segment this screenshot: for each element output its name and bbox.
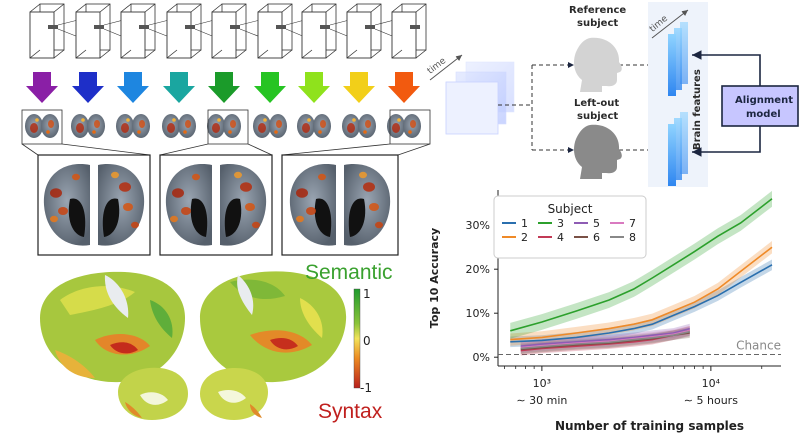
layer-arrows [26,72,420,103]
small-brain-render [342,114,376,138]
small-brain-render [116,114,150,138]
colorbar-tick-top: 1 [363,287,371,301]
reference-subject-line1: Reference [569,5,626,16]
time-arrow-right [651,9,689,39]
network-layer-box [120,3,178,59]
series-line-2 [510,246,773,341]
y-tick-label: 20% [466,263,490,276]
time-label-left: time [426,56,449,77]
layer-down-arrow [343,72,375,103]
small-brain-row [25,114,421,138]
y-tick-label: 0% [473,351,490,364]
alignment-pipeline: time Reference subject Left-out subject … [426,2,799,187]
alignment-model-line1: Alignment [735,95,793,106]
accuracy-chart: 0% 10% 20% 30% 10³ ∼ 30 min 10⁴ ∼ 5 hours Chance… [428,190,781,433]
semantic-syntax-map: Semantic Syntax 1 0 -1 [40,261,393,423]
big-brain-renders [43,164,391,246]
small-brain-render [387,114,421,138]
reference-subject-line2: subject [577,18,618,29]
small-brain-render [207,114,241,138]
small-brain-render [25,114,59,138]
big-brain-render [165,164,267,246]
alignment-arrows [692,50,761,157]
layer-down-arrow [117,72,149,103]
network-layer-box [257,3,313,59]
small-brain-render [297,114,331,138]
legend-box [493,195,647,259]
brain-right-hemisphere [200,271,347,383]
chance-label: Chance [736,339,781,353]
small-brain-render [253,114,287,138]
reference-feature-stack [668,22,688,96]
layer-down-arrow [388,72,420,103]
x-tick-sublabel: ∼ 5 hours [684,394,738,407]
series-line-7 [520,330,690,349]
legend-label-5: 5 [593,217,600,230]
legend-label-7: 7 [629,217,636,230]
layer-down-arrow [298,72,330,103]
x-tick-label: 10⁴ [702,377,721,390]
series-band-2 [510,241,773,346]
chart-legend: Subject 12 34 56 78 [493,195,647,259]
stimulus-frame-front [445,81,499,135]
series-line-8 [520,330,690,350]
leftout-feature-stack [668,112,688,186]
network-layer-box [29,3,87,59]
series-line-5 [520,327,690,347]
layer-down-arrow [254,72,286,103]
layer-down-arrow [26,72,58,103]
series-band-4 [520,325,690,356]
x-axis-label: Number of training samples [555,419,744,433]
semantic-label: Semantic [305,261,393,284]
leftout-head-icon [574,124,622,179]
syntax-label: Syntax [318,400,383,423]
colorbar-tick-mid: 0 [363,334,371,348]
layer-down-arrow [163,72,195,103]
legend-label-8: 8 [629,231,636,244]
small-brain-render [162,114,196,138]
layer-down-arrow [72,72,104,103]
legend-label-6: 6 [593,231,600,244]
colorbar-tick-bottom: -1 [360,381,372,395]
y-tick-label: 10% [466,307,490,320]
network-layer-box [211,3,269,59]
time-arrow-left [429,54,463,81]
brain-left-hemisphere [40,271,185,383]
legend-label-3: 3 [557,217,564,230]
leftout-subject-line1: Left-out [574,98,619,109]
series-line-3 [510,198,773,332]
x-tick-sublabel: ∼ 30 min [516,394,567,407]
legend-label-2: 2 [521,231,528,244]
alignment-model-line2: model [746,109,781,120]
reference-head-icon [574,37,622,92]
zoom-lines [21,109,431,156]
brain-features-label: Brain features [692,69,703,150]
legend-title: Subject [548,202,593,216]
y-tick-label: 30% [466,219,490,232]
layer-down-arrow [208,72,240,103]
leftout-subject-line2: subject [577,111,618,122]
network-layer-box [391,3,427,59]
legend-label-1: 1 [521,217,528,230]
x-tick-label: 10³ [533,377,551,390]
network-layer-box [301,3,358,59]
series-line-1 [510,264,773,343]
big-brain-render [289,164,391,246]
network-layers [29,3,427,59]
alignment-model-box [721,85,799,127]
brain-medial-right [200,368,268,420]
colorbar [353,288,361,389]
small-brain-render [71,114,105,138]
y-axis-label: Top 10 Accuracy [428,228,441,328]
big-brain-render [43,164,145,246]
legend-label-4: 4 [557,231,564,244]
brain-medial-left [118,367,188,420]
